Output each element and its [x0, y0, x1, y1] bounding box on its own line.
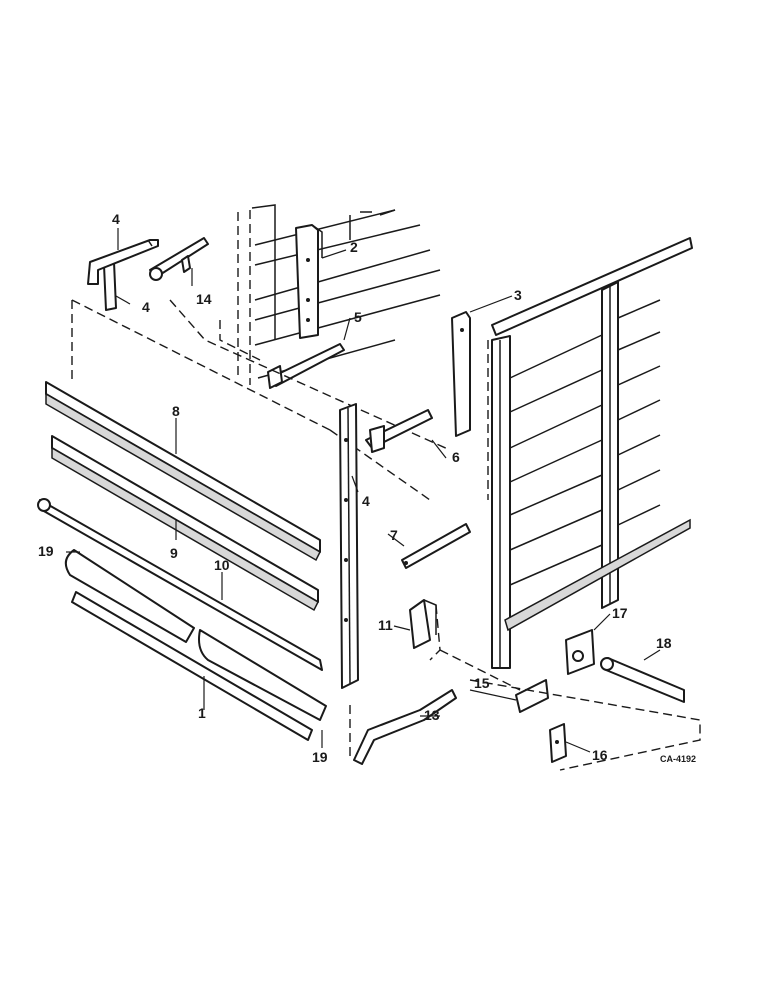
callout-2: 2 [350, 239, 358, 255]
part-5-latch [267, 343, 345, 389]
lower-dash-outline [439, 649, 701, 771]
part-2-strap [295, 224, 323, 339]
part-18-pin [600, 657, 685, 703]
callout-12: 4 [112, 211, 120, 227]
callout-9: 9 [170, 545, 178, 561]
part-15-clip [515, 679, 549, 713]
callout-1: 1 [198, 705, 206, 721]
drawing-code: CA-4192 [660, 754, 696, 764]
callout-7: 7 [390, 527, 398, 543]
part-14-bracket [149, 237, 209, 281]
side-slats [509, 299, 661, 586]
callout-6: 6 [452, 449, 460, 465]
part-10-bar [37, 498, 323, 671]
part-3-strap [451, 311, 471, 437]
part-4-post [339, 403, 359, 689]
leader-lines [66, 228, 661, 753]
side-panel [487, 237, 693, 669]
part-12-pin [87, 239, 159, 285]
rear-slats [254, 209, 441, 379]
part-9-rail [51, 435, 319, 612]
part-6-latch [365, 409, 433, 453]
callout-11: 11 [378, 617, 393, 633]
callout-19-lower: 19 [312, 749, 328, 765]
callout-19-upper: 19 [38, 543, 54, 559]
callout-5: 5 [354, 309, 362, 325]
callouts: 4 2 3 4 14 5 8 6 4 7 9 19 10 11 17 18 15… [38, 211, 696, 765]
part-17-bracket [565, 629, 595, 675]
part-8-rail [45, 381, 321, 562]
callout-10: 10 [214, 557, 230, 573]
rear-frame [237, 204, 441, 385]
gate-panel-outline [71, 299, 451, 501]
callout-15: 15 [474, 675, 490, 691]
callout-3: 3 [514, 287, 522, 303]
part-11-bracket [409, 599, 441, 661]
part-16-plate [549, 723, 567, 763]
part-7-rod [401, 523, 471, 569]
part-1-tube [71, 591, 313, 741]
part-19-cover [64, 549, 327, 721]
callout-13: 13 [424, 707, 440, 723]
callout-18: 18 [656, 635, 672, 651]
callout-16: 16 [592, 747, 608, 763]
part-4-upper [103, 261, 117, 311]
callout-8: 8 [172, 403, 180, 419]
callout-14: 14 [196, 291, 212, 307]
callout-4-upper: 4 [142, 299, 150, 315]
part-13-rod [349, 689, 457, 765]
callout-17: 17 [612, 605, 628, 621]
callout-4-post: 4 [362, 493, 370, 509]
